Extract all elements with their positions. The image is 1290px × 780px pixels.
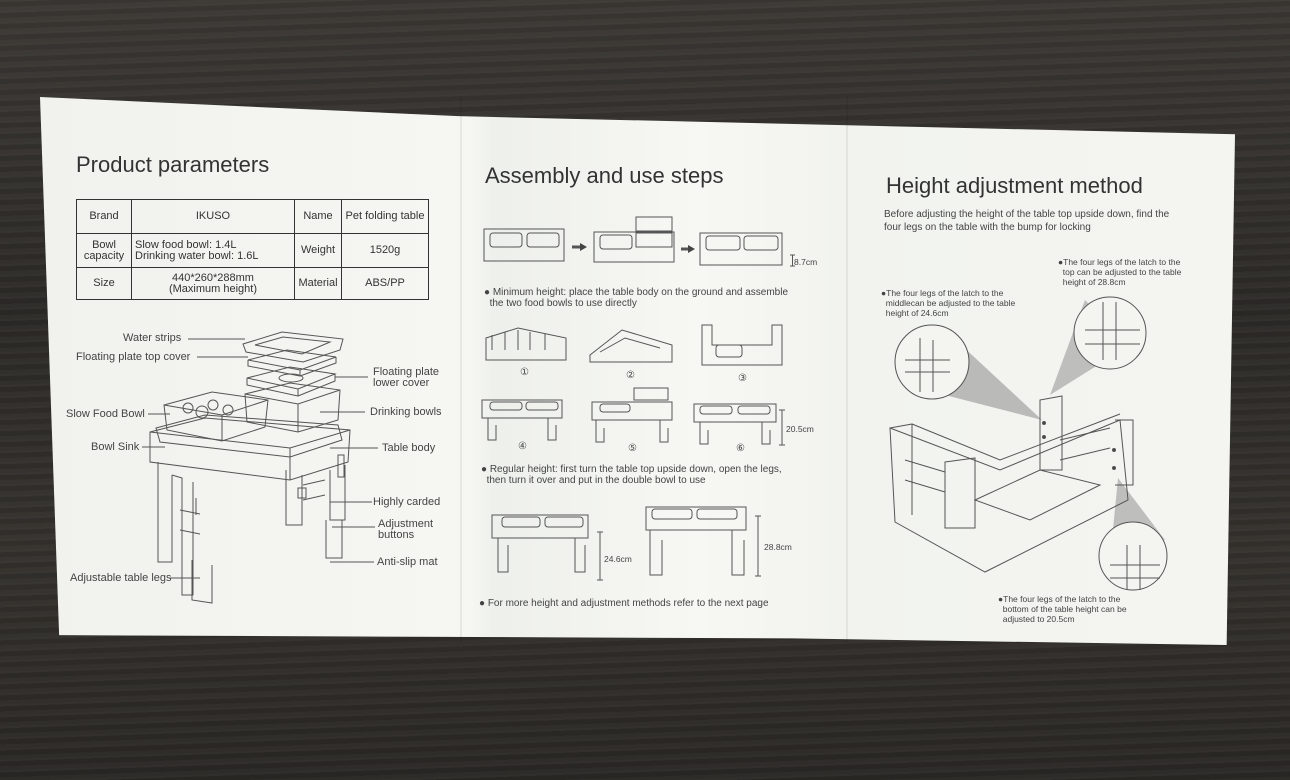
material-value: ABS/PP bbox=[341, 267, 429, 300]
size-value: 440*260*288mm(Maximum height) bbox=[131, 267, 295, 300]
step-more-methods: ● For more height and adjustment methods… bbox=[479, 598, 769, 609]
dim-mid-height: 24.6cm bbox=[604, 554, 632, 564]
material-label: Material bbox=[294, 267, 342, 300]
height-title: Height adjustment method bbox=[886, 173, 1143, 198]
size-label: Size bbox=[76, 267, 132, 300]
step-number-5: ⑤ bbox=[628, 443, 637, 454]
weight-value: 1520g bbox=[341, 233, 429, 268]
parameters-title: Product parameters bbox=[76, 152, 270, 177]
label-table-body: Table body bbox=[382, 442, 436, 454]
fold-line-right bbox=[846, 97, 848, 642]
label-anti-slip-mat: Anti-slip mat bbox=[377, 556, 438, 568]
brand-value: IKUSO bbox=[131, 199, 295, 234]
label-floating-top-cover: Floating plate top cover bbox=[76, 351, 191, 363]
label-adjustable-table-legs: Adjustable table legs bbox=[70, 572, 172, 584]
dim-low-height: 20.5cm bbox=[786, 424, 814, 434]
step-regular-height: ● Regular height: first turn the table t… bbox=[481, 464, 782, 486]
step-number-6: ⑥ bbox=[736, 443, 745, 454]
note-mid-latch: ●The four legs of the latch to the middl… bbox=[881, 288, 1016, 318]
height-intro: Before adjusting the height of the table… bbox=[884, 209, 1170, 233]
label-drinking-bowls: Drinking bowls bbox=[370, 406, 442, 418]
name-label: Name bbox=[294, 199, 342, 234]
dim-high-height: 28.8cm bbox=[764, 542, 792, 552]
step-number-1: ① bbox=[520, 367, 529, 378]
note-high-latch: ●The four legs of the latch to the top c… bbox=[1058, 257, 1182, 287]
label-bowl-sink: Bowl Sink bbox=[91, 441, 140, 453]
assembly-title: Assembly and use steps bbox=[485, 163, 724, 188]
step-number-2: ② bbox=[626, 370, 635, 381]
label-water-strips: Water strips bbox=[123, 332, 182, 344]
note-low-latch: ●The four legs of the latch to the botto… bbox=[998, 594, 1127, 624]
label-highly-carded: Highly carded bbox=[373, 496, 441, 508]
step-number-4: ④ bbox=[518, 441, 527, 452]
instruction-leaflet bbox=[40, 97, 1235, 645]
fold-line-left bbox=[460, 97, 462, 642]
step-minimum-height: ● Minimum height: place the table body o… bbox=[484, 287, 789, 309]
dim-min-height: 8.7cm bbox=[794, 257, 818, 267]
step-number-3: ③ bbox=[738, 373, 747, 384]
label-slow-food-bowl: Slow Food Bowl bbox=[66, 408, 145, 420]
